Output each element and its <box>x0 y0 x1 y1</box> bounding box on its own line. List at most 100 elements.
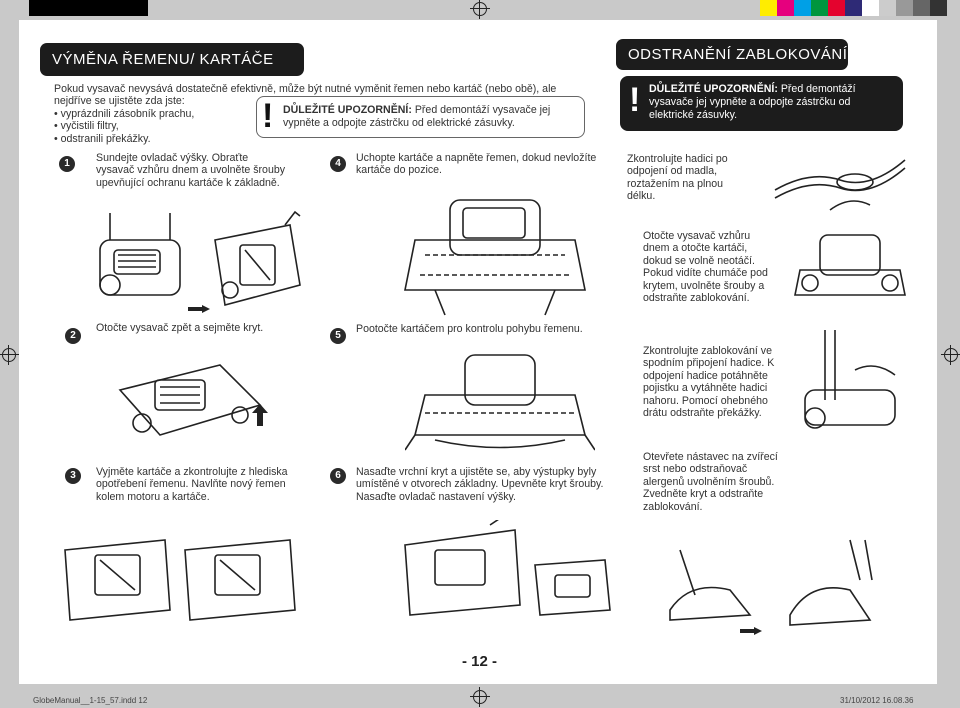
section-header-belt: VÝMĚNA ŘEMENU/ KARTÁČE <box>40 43 304 76</box>
section-header-blockage: ODSTRANĚNÍ ZABLOKOVÁNÍ <box>616 39 848 70</box>
step-line: Nasaďte ovladač nastavení výšky. <box>356 490 517 503</box>
warning-line: vysavače jej vypněte a odpojte zástrčku … <box>649 96 851 108</box>
step-line: Otočte vysavač zpět a sejměte kryt. <box>96 322 264 334</box>
blockage-step-text: Zkontrolujte hadici po odpojení od madla… <box>627 153 767 203</box>
step-number-badge: 2 <box>65 328 81 344</box>
warning-title: DŮLEŽITÉ UPOZORNĚNÍ: <box>649 83 778 95</box>
swatch <box>777 0 794 16</box>
step-number-badge: 5 <box>330 328 346 344</box>
arrow-up-icon <box>252 404 268 426</box>
step-line: Pootočte kartáčem pro kontrolu pohybu ře… <box>356 323 583 335</box>
exclamation-icon: ! <box>629 81 641 119</box>
step-text: Vyjměte kartáče a zkontrolujte z hledisk… <box>96 466 326 503</box>
blockage-step-text: Zkontrolujte zablokování ve spodním přip… <box>643 345 793 419</box>
step-line: Pokud vidíte chumáče pod <box>643 267 768 280</box>
step-line: pojistku a vytáhněte hadici <box>643 382 768 395</box>
step-line: spodním připojení hadice. K <box>643 357 775 370</box>
step-line: opotřebení řemenu. Navlňte nový řemen <box>96 478 286 491</box>
exclamation-icon: ! <box>262 97 274 135</box>
step-line: roztažením na plnou <box>627 177 723 190</box>
registration-mark-icon <box>470 687 490 707</box>
warning-box-left: ! DŮLEŽITÉ UPOZORNĚNÍ: Před demontáží vy… <box>256 96 585 138</box>
blockage-step-text: Otevřete nástavec na zvířecí srst nebo o… <box>643 451 793 513</box>
step-line: nahoru. Pomocí ohebného <box>643 394 768 407</box>
illustration-step5 <box>404 345 596 455</box>
illustration-step3 <box>55 530 300 630</box>
illustration-pet-tool <box>650 520 910 635</box>
step-line: Zkontrolujte hadici po <box>627 153 728 165</box>
step-line: umístěné v otvorech základny. Upevněte k… <box>356 478 604 491</box>
step-line: Uchopte kartáče a napněte řemen, dokud n… <box>356 152 597 164</box>
illustration-hose <box>770 150 910 220</box>
step-text: Otočte vysavač zpět a sejměte kryt. <box>96 322 326 334</box>
swatch <box>97 0 114 16</box>
slug-date: 31/10/2012 16.08.36 <box>840 696 914 705</box>
step-line: Otočte vysavač vzhůru <box>643 230 751 242</box>
intro-line: Pokud vysavač nevysává dostatečně efekti… <box>54 83 557 95</box>
warning-line: Před demontáží vysavače jej <box>411 104 551 116</box>
illustration-step1-vacuum <box>80 205 200 315</box>
color-bar-left <box>29 0 148 16</box>
illustration-brush-check <box>790 225 910 305</box>
illustration-step2 <box>110 345 270 450</box>
step-line: dnem a otočte kartáči, <box>643 242 748 255</box>
step-line: alergenů uvolněním šroubů. <box>643 475 775 488</box>
page-number: - 12 - <box>462 653 498 670</box>
step-line: odpojení od madla, <box>627 165 718 178</box>
step-line: vysavač vzhůru dnem a uvolněte šrouby <box>96 164 286 177</box>
step-line: délku. <box>627 190 656 203</box>
step-line: Otevřete nástavec na zvířecí <box>643 451 778 463</box>
registration-mark-icon <box>0 345 19 365</box>
step-text: Sundejte ovladač výšky. Obraťte vysavač … <box>96 152 326 189</box>
step-line: odpojení hadice potáhněte <box>643 369 768 382</box>
swatch <box>862 0 879 16</box>
warning-text: DŮLEŽITÉ UPOZORNĚNÍ: Před demontáží vysa… <box>283 104 578 130</box>
color-bar-right <box>760 0 947 16</box>
step-number-badge: 6 <box>330 468 346 484</box>
step-line: Vyjměte kartáče a zkontrolujte z hledisk… <box>96 466 288 478</box>
warning-line: vypněte a odpojte zástrčku od elektrické… <box>283 117 515 129</box>
swatch <box>811 0 828 16</box>
intro-bullet: • odstranili překážky. <box>54 132 151 145</box>
registration-mark-icon <box>470 0 490 19</box>
illustration-step4 <box>395 180 595 320</box>
intro-bullet: • vyčistili filtry, <box>54 120 119 133</box>
step-line: drátu odstraňte překážky. <box>643 407 762 420</box>
step-number-badge: 3 <box>65 468 81 484</box>
step-line: odstraňte zablokování. <box>643 292 750 305</box>
step-line: Zvedněte kryt a odstraňte <box>643 488 764 501</box>
step-line: kartáče do pozice. <box>356 164 442 177</box>
swatch <box>930 0 947 16</box>
step-line: srst nebo odstraňovač <box>643 463 748 476</box>
swatch <box>913 0 930 16</box>
intro-line: nejdříve se ujistěte zda jste: <box>54 95 185 108</box>
section-title: ODSTRANĚNÍ ZABLOKOVÁNÍ <box>628 46 848 63</box>
intro-text: Pokud vysavač nevysává dostatečně efekti… <box>54 83 614 145</box>
arrow-right-icon <box>740 622 762 635</box>
illustration-hose-lower <box>795 330 910 435</box>
warning-line: elektrické zásuvky. <box>649 109 738 121</box>
illustration-step1-underside <box>200 210 310 315</box>
step-line: dokud se volně neotáčí. <box>643 254 755 267</box>
section-title: VÝMĚNA ŘEMENU/ KARTÁČE <box>52 51 274 68</box>
swatch <box>29 0 46 16</box>
swatch <box>845 0 862 16</box>
swatch <box>879 0 896 16</box>
swatch <box>114 0 131 16</box>
warning-text: DŮLEŽITÉ UPOZORNĚNÍ: Před demontáží vysa… <box>649 83 899 122</box>
step-text: Uchopte kartáče a napněte řemen, dokud n… <box>356 152 616 177</box>
registration-mark-icon <box>941 345 960 365</box>
slug-file: GlobeManual__1-15_57.indd 12 <box>33 696 148 705</box>
step-number-badge: 1 <box>59 156 75 172</box>
swatch <box>760 0 777 16</box>
step-line: kolem motoru a kartáče. <box>96 490 210 503</box>
step-number-badge: 4 <box>330 156 346 172</box>
swatch <box>46 0 63 16</box>
blockage-step-text: Otočte vysavač vzhůru dnem a otočte kart… <box>643 230 793 304</box>
intro-bullet: • vyprázdnili zásobník prachu, <box>54 107 195 120</box>
step-text: Pootočte kartáčem pro kontrolu pohybu ře… <box>356 323 616 335</box>
swatch <box>80 0 97 16</box>
illustration-step6 <box>395 514 615 630</box>
step-line: zablokování. <box>643 500 703 513</box>
swatch <box>794 0 811 16</box>
